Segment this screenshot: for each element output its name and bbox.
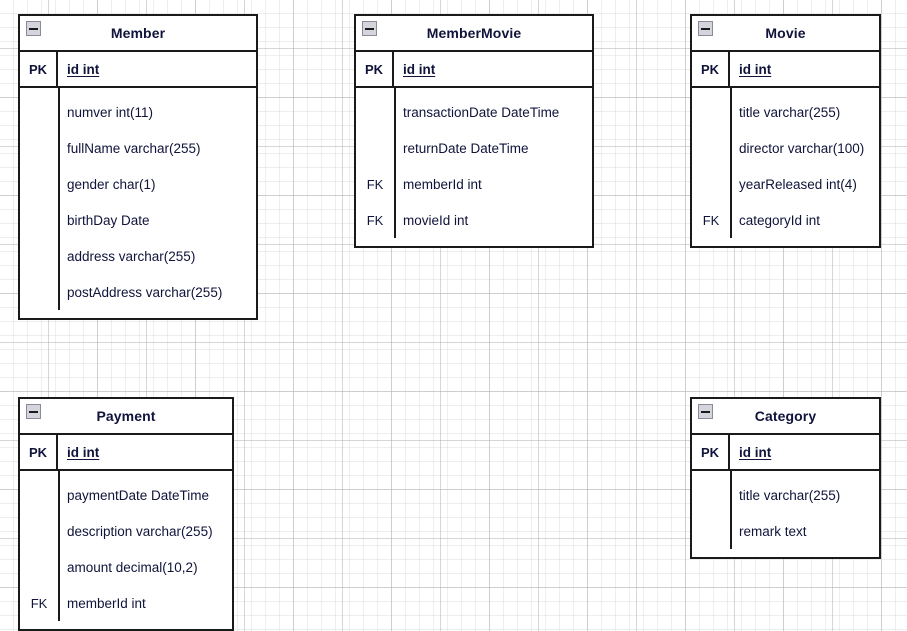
entity-header[interactable]: Payment [20,399,232,435]
attribute-list: title varchar(255) remark text [692,471,879,557]
attribute-row[interactable]: FK movieId int [356,202,592,238]
primary-key-label: PK [692,52,730,86]
attribute-row[interactable]: postAddress varchar(255) [20,274,256,310]
primary-key-row[interactable]: PK id int [20,435,232,471]
primary-key-field-text: id int [67,61,100,77]
attribute-row[interactable]: description varchar(255) [20,513,232,549]
attribute-list: transactionDate DateTime returnDate DateT… [356,88,592,246]
attribute-name: movieId int [403,212,469,228]
attribute-row[interactable]: gender char(1) [20,166,256,202]
attribute-row[interactable]: FK categoryId int [692,202,879,238]
entity-title: Category [754,408,817,424]
minus-icon[interactable] [698,21,713,36]
attribute-key-label: FK [702,212,720,228]
primary-key-row[interactable]: PK id int [20,52,256,88]
primary-key-field: id int [394,52,435,86]
attribute-row[interactable]: paymentDate DateTime [20,477,232,513]
primary-key-row[interactable]: PK id int [692,52,879,88]
attribute-list: paymentDate DateTime description varchar(… [20,471,232,629]
attribute-name: fullName varchar(255) [67,140,201,156]
attribute-list: numver int(11) fullName varchar(255) gende… [20,88,256,318]
entity-title: Payment [96,408,156,424]
attribute-key-label: FK [366,176,384,192]
attribute-name: director varchar(100) [739,140,865,156]
attribute-name: address varchar(255) [67,248,196,264]
attribute-row[interactable]: FK memberId int [20,585,232,621]
entity-header[interactable]: Movie [692,16,879,52]
attribute-row[interactable]: yearReleased int(4) [692,166,879,202]
attribute-row[interactable]: fullName varchar(255) [20,130,256,166]
attribute-row[interactable]: amount decimal(10,2) [20,549,232,585]
minus-glyph [29,27,38,30]
attribute-row[interactable]: title varchar(255) [692,477,879,513]
attribute-row[interactable]: director varchar(100) [692,130,879,166]
minus-icon[interactable] [362,21,377,36]
primary-key-label: PK [692,435,730,469]
primary-key-field-text: id int [67,444,100,460]
attribute-row[interactable]: returnDate DateTime [356,130,592,166]
attribute-name: paymentDate DateTime [67,487,210,503]
attribute-row[interactable]: numver int(11) [20,94,256,130]
entity-title: Movie [765,25,806,41]
attribute-row[interactable]: transactionDate DateTime [356,94,592,130]
attribute-name: returnDate DateTime [403,140,529,156]
primary-key-field-text: id int [739,444,772,460]
attribute-name: categoryId int [739,212,821,228]
attribute-row[interactable]: title varchar(255) [692,94,879,130]
entity-header[interactable]: MemberMovie [356,16,592,52]
attribute-name: memberId int [67,595,146,611]
primary-key-field-text: id int [739,61,772,77]
attribute-name: description varchar(255) [67,523,213,539]
attribute-name: postAddress varchar(255) [67,284,223,300]
attribute-name: title varchar(255) [739,487,841,503]
attribute-row[interactable]: address varchar(255) [20,238,256,274]
primary-key-field: id int [730,435,771,469]
attribute-row[interactable]: remark text [692,513,879,549]
minus-glyph [701,27,710,30]
attribute-name: yearReleased int(4) [739,176,857,192]
column-divider [394,88,396,238]
primary-key-field: id int [58,435,99,469]
minus-icon[interactable] [26,21,41,36]
entity-header[interactable]: Category [692,399,879,435]
attribute-name: gender char(1) [67,176,156,192]
primary-key-field-text: id int [403,61,436,77]
attribute-key-label: FK [366,212,384,228]
attribute-name: amount decimal(10,2) [67,559,198,575]
column-divider [58,88,60,310]
primary-key-label: PK [20,52,58,86]
attribute-list: title varchar(255) director varchar(100) y… [692,88,879,246]
attribute-row[interactable]: FK memberId int [356,166,592,202]
primary-key-row[interactable]: PK id int [692,435,879,471]
attribute-name: memberId int [403,176,482,192]
attribute-name: remark text [739,523,807,539]
minus-glyph [29,410,38,413]
primary-key-field: id int [730,52,771,86]
minus-glyph [701,410,710,413]
column-divider [730,88,732,238]
column-divider [58,471,60,621]
entity-title: Member [110,25,166,41]
attribute-row[interactable]: birthDay Date [20,202,256,238]
minus-glyph [365,27,374,30]
attribute-name: birthDay Date [67,212,150,228]
primary-key-field: id int [58,52,99,86]
entity-header[interactable]: Member [20,16,256,52]
attribute-name: transactionDate DateTime [403,104,560,120]
primary-key-label: PK [356,52,394,86]
minus-icon[interactable] [26,404,41,419]
primary-key-row[interactable]: PK id int [356,52,592,88]
minus-icon[interactable] [698,404,713,419]
entity-title: MemberMovie [426,25,522,41]
attribute-name: numver int(11) [67,104,154,120]
attribute-key-label: FK [30,595,48,611]
attribute-name: title varchar(255) [739,104,841,120]
column-divider [730,471,732,549]
primary-key-label: PK [20,435,58,469]
